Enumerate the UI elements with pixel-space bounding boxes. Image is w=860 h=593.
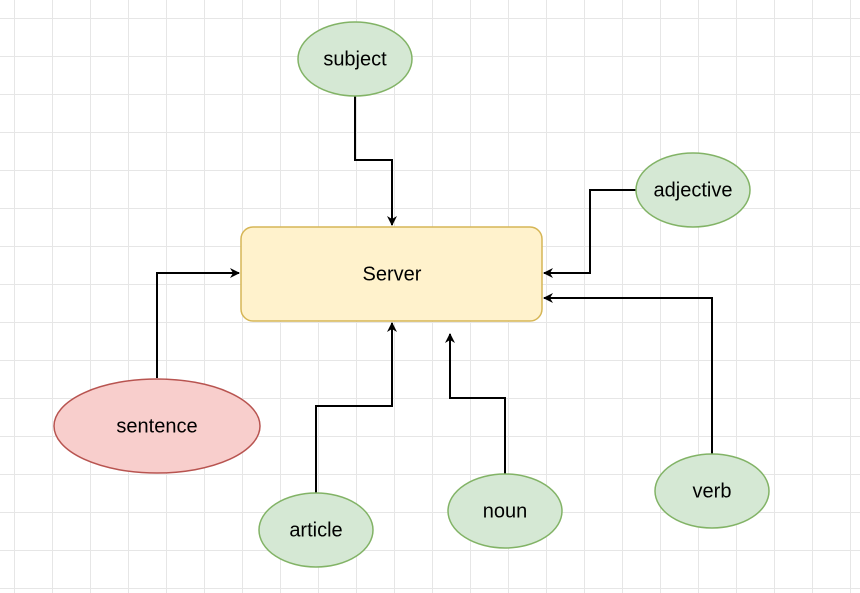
node-noun[interactable]: noun — [447, 473, 563, 549]
node-article[interactable]: article — [258, 492, 374, 568]
edge-adjective-to-server — [543, 189, 636, 278]
node-subject[interactable]: subject — [297, 21, 413, 97]
sentence-label: sentence — [116, 415, 197, 437]
node-adjective[interactable]: adjective — [635, 152, 751, 228]
edge-sentence-to-server — [156, 268, 240, 378]
verb-ellipse — [654, 453, 770, 529]
edge-verb-to-server — [543, 293, 713, 454]
subject-ellipse — [297, 21, 413, 97]
edge-subject-to-server — [354, 96, 397, 226]
article-ellipse — [258, 492, 374, 568]
node-sentence[interactable]: sentence — [53, 378, 261, 474]
node-verb[interactable]: verb — [654, 453, 770, 529]
server-label: Server — [363, 263, 422, 285]
verb-label: verb — [693, 480, 732, 502]
server-box — [240, 226, 543, 322]
noun-ellipse — [447, 473, 563, 549]
edge-article-to-server — [315, 322, 397, 494]
subject-label: subject — [323, 48, 387, 70]
article-label: article — [289, 519, 342, 541]
adjective-label: adjective — [654, 179, 733, 201]
edge-noun-to-server — [445, 333, 506, 474]
noun-label: noun — [483, 500, 528, 522]
node-server[interactable]: Server — [240, 226, 543, 322]
sentence-ellipse — [53, 378, 261, 474]
adjective-ellipse — [635, 152, 751, 228]
